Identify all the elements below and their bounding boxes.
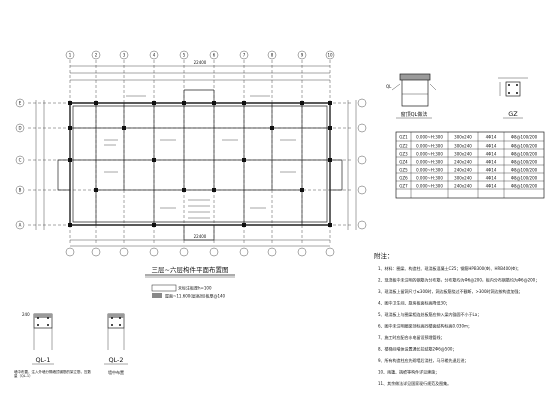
gz-table-cell: 4Φ14 xyxy=(486,184,497,189)
gz-table-cell: 4Φ14 xyxy=(486,135,497,140)
gz-table-cell: Φ8@100/200 xyxy=(511,144,538,149)
gz-table-cell: 300x240 xyxy=(454,144,472,149)
gz-table-cell: 0.000~H:300 xyxy=(416,160,443,165)
gz-detail: GZ xyxy=(498,77,528,119)
ql1-name: QL-1 xyxy=(35,356,50,364)
gz-table-cell: Φ8@100/200 xyxy=(511,152,538,157)
axis-8: 8 xyxy=(271,53,274,58)
slab-note: 屋面~11.600(层高同)板厚@140 xyxy=(165,293,226,299)
gz-table-cell: 240x240 xyxy=(454,168,472,173)
ql2-name: QL-2 xyxy=(108,356,123,364)
gz-table-cell: GZ5 xyxy=(399,168,408,173)
axis-3: 3 xyxy=(123,53,126,58)
note-item: 2、现浇板中未注明的钢筋为分布筋，分布筋均为Φ6@200，板内分布钢筋均为Φ6@… xyxy=(378,277,539,283)
gz-table-cell: 4Φ14 xyxy=(486,168,497,173)
axis-5: 5 xyxy=(183,53,186,58)
gz-table-cell: 4Φ14 xyxy=(486,160,497,165)
note-item: 3、现浇板上留洞尺寸≤300时，洞边板筋绕过不截断，>300时洞边按构造加强； xyxy=(378,288,523,294)
gz-table-cell: 4Φ14 xyxy=(486,152,497,157)
gz-table-cell: Φ8@100/200 xyxy=(511,160,538,165)
gz-table-cell: 300x240 xyxy=(454,152,472,157)
gz-table-cell: 4Φ14 xyxy=(486,176,497,181)
ql2-detail: QL-2 墙中布置 xyxy=(104,313,128,375)
gz-table-cell: 0.000~H:300 xyxy=(416,152,443,157)
note-item: 6、图中未注明圈梁顶标高同楼面结构标高0.030m； xyxy=(378,323,472,329)
axis-10: 10 xyxy=(327,53,333,58)
gz-table-cell: 4Φ14 xyxy=(486,144,497,149)
axis-d: B xyxy=(19,188,22,193)
gz-title: GZ xyxy=(508,110,518,118)
note-item: 5、现浇板上与圈梁相连处板筋应伸入梁内锚固不小于La； xyxy=(378,311,481,317)
ql1-note: 墙中布置，注入外墙分隔墙顶钢筋的架立筋，压数量（QL-1） xyxy=(14,370,91,378)
axis-6: 6 xyxy=(213,53,216,58)
axis-bubbles-sides: E D C B A xyxy=(15,98,367,230)
axis-7: 7 xyxy=(243,53,246,58)
axis-a: E xyxy=(19,101,22,106)
gz-table-cell: 240x240 xyxy=(454,160,472,165)
axis-e: A xyxy=(19,223,22,228)
notes-heading: 附注： xyxy=(374,251,394,260)
gz-table-cell: 240x240 xyxy=(454,184,472,189)
gz-table-cell: Φ8@100/200 xyxy=(511,176,538,181)
gz-table-cell: Φ8@100/200 xyxy=(511,184,538,189)
axis-bubbles-top: 1 2 3 4 5 6 7 8 9 10 xyxy=(65,50,335,60)
axis-2: 2 xyxy=(95,53,98,58)
axis-c: C xyxy=(19,158,22,163)
top-dimension: 22400 xyxy=(194,60,207,65)
note-item: 7、施工时应配合水电留设预埋管线； xyxy=(378,334,445,340)
note-item: 1、材料：圈梁、构造柱、现浇板混凝土C25；钢筋HPB300(Φ)、HRB400… xyxy=(378,265,521,271)
axis-9: 9 xyxy=(301,53,304,58)
gz-table-cell: 300x240 xyxy=(454,176,472,181)
axis-bubbles-bottom xyxy=(65,247,335,257)
gz-table-cell: GZ3 xyxy=(399,152,408,157)
detail-title: 窗顶QL做法 xyxy=(401,111,428,118)
gz-table-cell: GZ2 xyxy=(399,144,408,149)
gz-table-cell: 0.000~H:300 xyxy=(416,176,443,181)
note-item: 8、楼梯间墙体设置通长拉结筋2Φ6@500； xyxy=(378,346,456,352)
gz-table-cell: 300x240 xyxy=(454,135,472,140)
axis-b: D xyxy=(18,126,21,131)
axis-1: 1 xyxy=(69,53,72,58)
ql1-label-left: 240 xyxy=(22,312,30,317)
gz-table-cell: 0.000~H:300 xyxy=(416,144,443,149)
note-item: 9、所有构造柱应先砌墙后浇柱，马牙槎先退后进； xyxy=(378,357,469,363)
note-item: 4、图中卫生间、厨房板面标高降低30； xyxy=(378,300,450,306)
gz-table-cell: 0.000~H:300 xyxy=(416,168,443,173)
gz-table-cell: 0.000~H:300 xyxy=(416,135,443,140)
gz-table-cell: 0.000~H:300 xyxy=(416,184,443,189)
note-item: 11、其余做法详见国家现行规范及图集。 xyxy=(378,380,451,386)
gz-table-cell: GZ4 xyxy=(399,160,408,165)
floor-plan: 22400 22400 xyxy=(15,50,367,299)
plan-title: 三层~六层构件平面布置图 xyxy=(152,265,229,274)
detail-left-label: QL xyxy=(386,84,392,89)
window-ql-detail: QL 窗顶QL做法 xyxy=(386,73,437,119)
note-item: 10、雨篷、挑檐等构件详见建施； xyxy=(378,369,439,375)
gz-table-cell: Φ8@100/200 xyxy=(511,135,538,140)
bottom-dimension: 22400 xyxy=(194,234,207,239)
ql2-note: 墙中布置 xyxy=(108,369,124,375)
notes-block: 附注： 1、材料：圈梁、构造柱、现浇板混凝土C25；钢筋HPB300(Φ)、HR… xyxy=(374,251,539,386)
slab-note-boxed: 未标注板厚h=100 xyxy=(178,285,212,291)
axis-4: 4 xyxy=(153,53,156,58)
gz-table-cell: GZ7 xyxy=(399,184,408,189)
gz-table-cell: GZ1 xyxy=(399,135,408,140)
gz-table-cell: GZ6 xyxy=(399,176,408,181)
gz-table-cell: Φ8@100/200 xyxy=(511,168,538,173)
ql1-detail: 240 QL-1 墙中布置，注入外墙分隔墙顶钢筋的架立筋，压数量（QL-1） xyxy=(14,312,91,378)
